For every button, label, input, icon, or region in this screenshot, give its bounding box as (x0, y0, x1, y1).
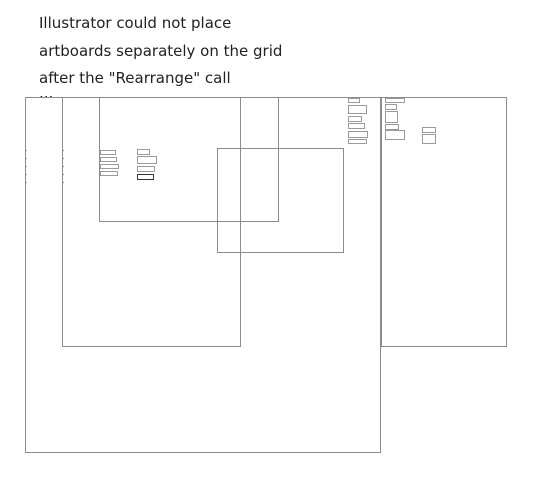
artboard-item[interactable] (348, 139, 367, 144)
ruler-tick (25, 150, 27, 151)
ruler-tick (62, 158, 64, 159)
ruler-tick (62, 182, 64, 183)
caption-line-3: after the "Rearrange" call (39, 69, 231, 87)
ruler-tick (62, 174, 64, 175)
artboard-item[interactable] (137, 149, 150, 155)
artboard-item[interactable] (100, 164, 119, 169)
artboard-item[interactable] (385, 124, 399, 130)
ruler-tick (62, 166, 64, 167)
ruler-tick (62, 150, 64, 151)
caption-line-2: artboards separately on the grid (39, 42, 283, 60)
artboard-item[interactable] (100, 150, 116, 155)
artboard-item[interactable] (385, 130, 405, 140)
artboard-item[interactable] (137, 166, 155, 172)
ruler-tick (25, 182, 27, 183)
ruler-tick (25, 158, 27, 159)
ruler-tick (25, 166, 27, 167)
artboard-item[interactable] (348, 105, 367, 114)
ruler-tick (25, 174, 27, 175)
artboard-item[interactable] (385, 111, 398, 123)
artboard-item[interactable] (348, 116, 362, 122)
artboard-item[interactable] (348, 98, 360, 103)
artboard-item[interactable] (348, 131, 368, 138)
artboard-item[interactable] (422, 134, 436, 144)
artboard-item[interactable] (422, 127, 436, 133)
artboard-item[interactable] (385, 98, 405, 103)
caption-line-1: Illustrator could not place (39, 14, 232, 32)
artboard-item[interactable] (348, 123, 365, 129)
artboard-item-selected[interactable] (137, 174, 154, 180)
artboard-small[interactable] (99, 97, 279, 222)
artboard-right[interactable] (381, 97, 507, 347)
artboard-overlap[interactable] (217, 148, 344, 253)
artboard-item[interactable] (100, 157, 117, 162)
artboard-item[interactable] (100, 171, 118, 176)
artboard-item[interactable] (385, 104, 397, 110)
artboard-item[interactable] (137, 156, 157, 164)
